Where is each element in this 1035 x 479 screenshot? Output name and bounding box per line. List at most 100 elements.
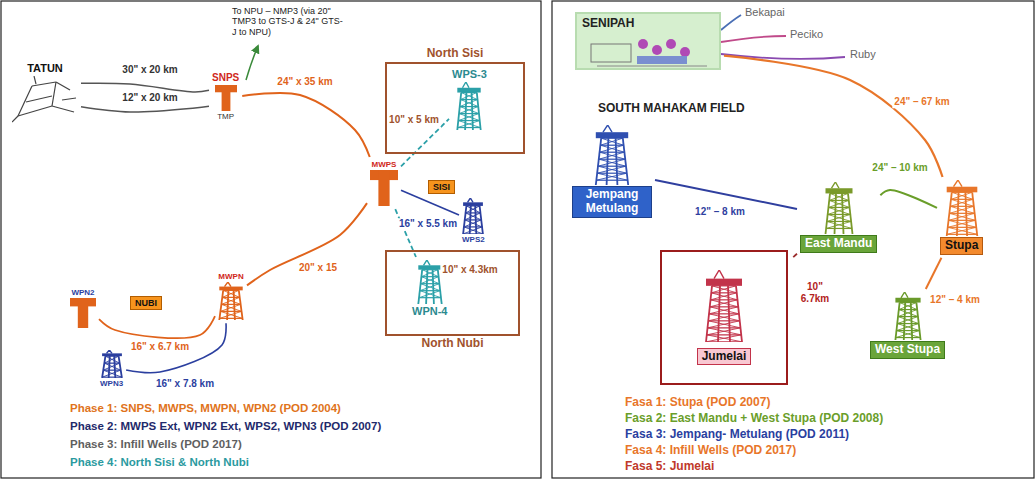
platform-icon [417,260,443,304]
legend-text: Phase 4: North Sisi & North Nubi [70,456,249,468]
node-label: West Stupa [870,341,945,359]
node-label: NUBI [130,296,162,310]
platform-icon [12,76,78,124]
pipe-size-label: 16" x 5.5 km [397,218,459,230]
platform-icon [594,125,630,185]
legend-text: Phase 2: MWPS Ext, WPN2 Ext, WPS2, WPN3 … [70,420,381,432]
panel-frame [1,1,541,478]
node-label: SNPS [212,72,239,84]
export-arrow [246,46,258,80]
platform-icon [215,85,237,111]
pipeline-line [721,15,741,30]
route-note: To NPU – NMP3 (via 20" TMP3 to GTS-J & 2… [232,6,344,37]
legend-entry: Fasa 4: Infill Wells (POD 2017) [625,440,796,458]
platform-icon [101,350,123,378]
platform-node: Jumelai [660,250,788,385]
legend-text: Fasa 3: Jempang- Metulang (POD 2011) [625,427,849,441]
platform-icon [370,170,398,206]
pipe-size-label: 10" 6.7km [793,281,837,304]
pipe-size-label: 16" x 6.7 km [129,341,191,353]
pipeline [655,180,797,209]
panel-frame [552,1,1034,478]
platform-node: WPN2 [70,288,96,328]
platform-icon [70,298,96,328]
field-region: SENIPAH [575,12,721,70]
platform-node: WPS2 [462,198,485,244]
node-label: TMP [217,112,234,121]
platform-node: SNPS TMP [212,72,239,121]
pipeline [126,323,226,372]
field-label: Peciko [790,28,823,41]
platform-icon [218,282,244,320]
area-tag: SISI [428,180,455,194]
pipeline [81,83,209,92]
pipeline-line [721,36,786,42]
legend-entry: Fasa 2: East Mandu + West Stupa (POD 200… [625,408,883,426]
platform-node: Jempang Metulang [572,125,652,218]
node-label: SENIPAH [582,17,634,31]
platform-node: MWPS [370,160,398,206]
pipeline [247,203,367,285]
field-name: SOUTH MAHAKAM FIELD [598,102,745,116]
pipeline [880,190,937,208]
platform-node: WPS-3 [452,68,487,130]
legend-entry: Fasa 5: Jumelai [625,456,714,474]
node-label: East Mandu [800,235,877,253]
legend-text: Phase 3: Infill Wells (POD 2017) [70,438,242,450]
pipe-size-label: 10" x 4.3km [440,264,499,276]
legend-entry: Phase 3: Infill Wells (POD 2017) [70,434,242,453]
platform-icon [462,198,484,234]
node-label: Jumelai [697,348,752,366]
area-tag: NUBI [130,296,162,310]
node-label: SISI [428,180,455,194]
platform-icon [456,82,482,130]
pipe-size-label: 10" x 5 km [387,114,441,126]
node-label: WPS2 [462,235,485,244]
pipeline [791,254,797,259]
node-label: WPS-3 [452,68,487,81]
platform-icon [945,180,979,236]
legend-entry: Phase 2: MWPS Ext, WPN2 Ext, WPS2, WPN3 … [70,416,381,435]
node-label: North Sisi [387,47,523,61]
legend-text: Fasa 2: East Mandu + West Stupa (POD 200… [625,411,883,425]
pipe-size-label: 30" x 20 km [120,64,179,76]
platform-node: TATUN [12,62,78,124]
node-label: TATUN [27,62,63,75]
field-region: North NubiWPN-4 [385,250,520,336]
legend-text: Fasa 4: Infill Wells (POD 2017) [625,443,796,457]
platform-icon [704,270,744,342]
platform-icon [824,182,854,234]
legend-text: Fasa 1: Stupa (POD 2007) [625,395,770,409]
legend-entry: Fasa 3: Jempang- Metulang (POD 2011) [625,424,849,442]
legend-entry: Fasa 1: Stupa (POD 2007) [625,392,770,410]
node-label: North Nubi [387,337,518,351]
pipe-size-label: 24" x 35 km [275,76,334,88]
pipe-size-label: 20" x 15 [297,262,339,274]
legend-entry: Phase 1: SNPS, MWPS, MWPN, WPN2 (POD 200… [70,398,341,417]
field-label: Bekapai [745,6,785,19]
legend-entry: Phase 4: North Sisi & North Nubi [70,452,249,471]
node-label: MWPN [218,272,243,281]
pipeline [242,93,370,157]
pipeline [724,56,943,177]
legend-text: Fasa 5: Jumelai [625,459,714,473]
pipe-size-label: 12" – 4 km [928,294,982,306]
node-label: Jempang Metulang [572,186,652,218]
node-label: MWPS [372,160,397,169]
legend-text: Phase 1: SNPS, MWPS, MWPN, WPN2 (POD 200… [70,402,341,414]
node-label: WPN-4 [412,305,447,318]
platform-icon [894,292,922,340]
pipe-size-label: 12" – 8 km [693,206,747,218]
pipe-size-label: 24" – 67 km [892,96,951,108]
field-region: North SisiWPS-3 [385,62,525,154]
pipe-size-label: 24" – 10 km [870,162,929,174]
pipeline [81,106,209,112]
pipe-size-label: 12" x 20 km [120,92,179,104]
node-label: Stupa [940,237,983,255]
node-label: WPN2 [71,288,94,297]
pipe-size-label: 16" x 7.8 km [154,378,216,390]
platform-node: East Mandu [800,182,877,253]
pipeline [99,316,215,338]
node-label: WPN3 [100,379,123,388]
